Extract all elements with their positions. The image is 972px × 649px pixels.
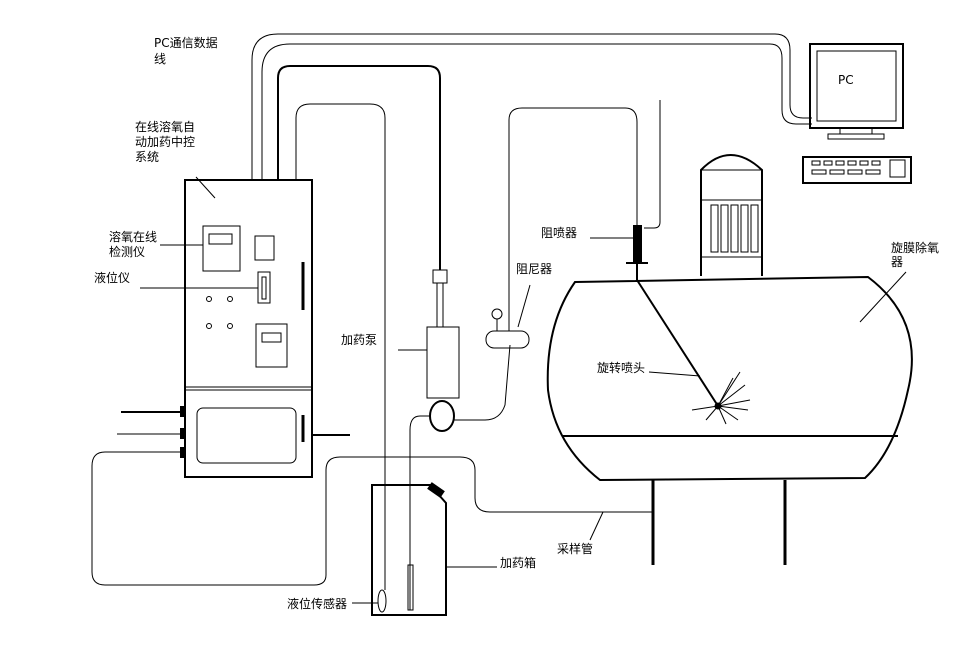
label-sampling-pipe: 采样管 — [557, 541, 593, 556]
label-rotating-nozzle: 旋转喷头 — [597, 360, 645, 375]
damper-to-nozzle-line — [508, 107, 638, 331]
dosing-tank — [371, 482, 447, 616]
label-level-meter: 液位仪 — [94, 270, 130, 285]
anti-spray-device — [626, 100, 661, 282]
label-pc: PC — [838, 73, 854, 87]
label-control-system-2: 动加药中控 — [135, 134, 195, 149]
sampling-pipe — [91, 451, 653, 586]
pc-communication-line-inner — [261, 43, 812, 180]
damper — [485, 308, 530, 349]
label-do-meter-1: 溶氧在线 — [109, 229, 157, 244]
dissolved-oxygen-meter — [202, 225, 241, 272]
label-dosing-tank: 加药箱 — [500, 555, 536, 570]
deaerator-tank — [546, 154, 913, 565]
label-deaerator-1: 旋膜除氧 — [891, 240, 939, 255]
rotating-nozzle-arm — [636, 279, 719, 407]
label-pc-communication-line-2: 线 — [154, 52, 166, 66]
pc-keyboard — [802, 156, 912, 184]
label-anti-spray: 阻喷器 — [541, 226, 577, 240]
label-control-system-1: 在线溶氧自 — [135, 119, 195, 134]
cabinet-lower-panel — [196, 407, 297, 464]
pc-communication-line — [251, 33, 812, 180]
label-damper: 阻尼器 — [516, 262, 552, 276]
cabinet-indicator-box — [254, 235, 275, 261]
level-sensor-line — [295, 103, 386, 590]
control-cabinet — [117, 179, 350, 478]
label-do-meter-2: 检测仪 — [109, 244, 145, 259]
label-pc-communication-line: PC通信数据 — [154, 35, 218, 50]
dosing-pump-line — [277, 65, 441, 270]
rotating-nozzle — [691, 371, 751, 425]
label-deaerator-2: 器 — [891, 255, 903, 269]
label-control-system-3: 系统 — [135, 150, 159, 164]
controller-display — [255, 323, 288, 368]
pc-computer — [802, 43, 912, 184]
pc-monitor — [809, 43, 904, 129]
dosing-pump — [426, 269, 460, 432]
pump-suction-line — [409, 415, 430, 610]
label-dosing-pump: 加药泵 — [341, 333, 377, 347]
pump-discharge-line — [454, 344, 511, 421]
label-level-sensor: 液位传感器 — [287, 596, 347, 611]
